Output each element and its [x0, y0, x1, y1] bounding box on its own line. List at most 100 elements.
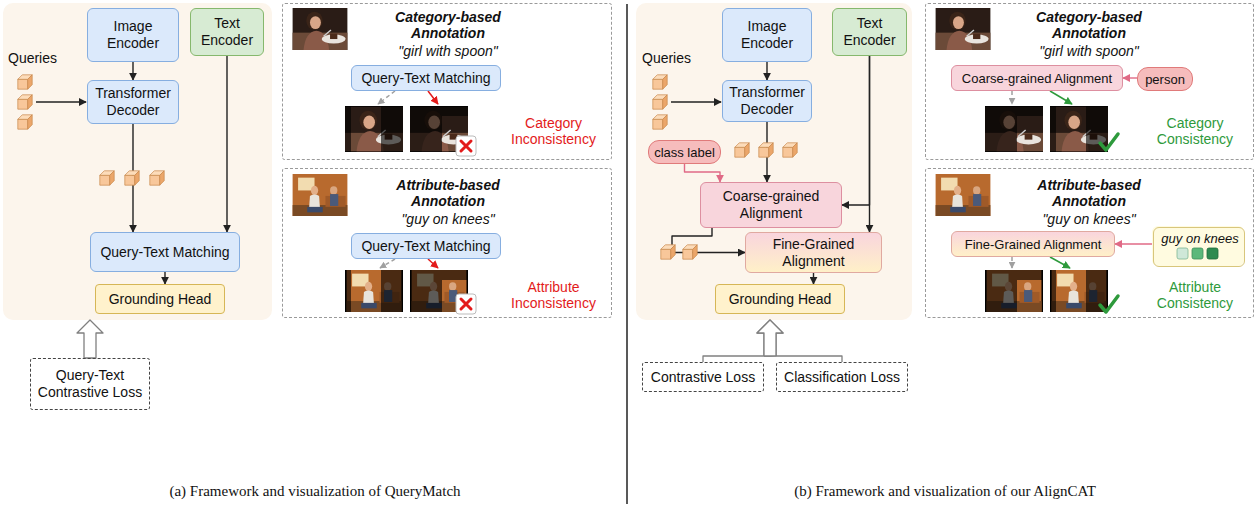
input-label: Queries [8, 50, 68, 67]
box-label: person [1145, 71, 1185, 88]
annotation-heading: Attribute-based Annotation [373, 177, 523, 209]
query-cubes [759, 143, 773, 157]
loss-box: Classification Loss [776, 362, 908, 392]
selection-arrow [1050, 91, 1072, 104]
attribute-text: guy on knees [1154, 231, 1246, 246]
head-box: Grounding Head [715, 284, 845, 314]
head-box: Grounding Head [95, 284, 225, 314]
framework-panel: QueriesImage EncoderText EncoderTransfor… [3, 3, 272, 320]
selection-arrow [380, 259, 395, 268]
candidate-photo [1050, 106, 1108, 152]
query-text: "guy on knees" [1014, 211, 1164, 227]
box-label: Transformer Decoder [727, 84, 807, 118]
box-label: Query-Text Matching [361, 70, 490, 87]
class-label-pill: class label [648, 140, 721, 164]
encoder-box: Image Encoder [722, 8, 812, 62]
selection-arrow [1011, 257, 1013, 268]
example-panel: Category-based Annotation "girl with spoo… [925, 3, 1254, 160]
box-label: Coarse-grained Alignment [962, 70, 1112, 87]
query-text: "guy on knees" [373, 211, 523, 227]
candidate-photo [351, 270, 381, 312]
framework-panel: Queries Image Encoder Text EncoderTransfor… [636, 3, 912, 320]
query-cubes [125, 171, 139, 185]
selection-arrow [1050, 257, 1070, 268]
loss-box: Contrastive Loss [642, 362, 764, 392]
block-arrow [757, 320, 842, 362]
annotation-heading: Category-based Annotation [1014, 9, 1164, 41]
result-text: Attribute Inconsistency [501, 279, 606, 311]
box-label: Image Encoder [92, 18, 174, 52]
candidate-photo [985, 106, 1043, 152]
encoder-box: Text Encoder [832, 8, 907, 56]
figure-caption: (a) Framework and visualization of Query… [15, 482, 615, 500]
annotation-heading: Category-based Annotation [373, 9, 523, 41]
candidate-photo [345, 106, 403, 152]
box-label: Classification Loss [784, 369, 900, 386]
query-cubes [18, 115, 32, 129]
candidate-photo [985, 270, 1043, 312]
loss-box: Query-Text Contrastive Loss [30, 358, 150, 410]
box-label: Image Encoder [727, 18, 807, 52]
result-text: Category Inconsistency [501, 115, 606, 147]
box-label: Query-Text Contrastive Loss [35, 367, 145, 401]
box-label: class label [654, 144, 715, 161]
candidate-photo [351, 107, 381, 151]
alignment-box: Fine-Grained Alignment [951, 231, 1115, 257]
thumbnail-photo [293, 174, 348, 216]
candidate-photo [347, 270, 402, 312]
query-arrow [671, 101, 721, 102]
box-label: Coarse-grained Alignment [705, 188, 837, 222]
query-text: "girl with spoon" [373, 43, 523, 59]
candidate-photo [1056, 107, 1086, 151]
check-icon [1100, 296, 1118, 312]
example-panel: Category-based Annotation "girl with spoo… [282, 3, 612, 160]
result-text: Category Consistency [1141, 115, 1249, 147]
decoder-box: Transformer Decoder [722, 80, 812, 122]
alignment-box: Fine-Grained Alignment [745, 232, 882, 273]
thumbnail-photo [936, 8, 991, 50]
attribute-token-box [1177, 248, 1188, 259]
candidate-photo [345, 106, 403, 152]
connector [226, 56, 227, 232]
box-label: Contrastive Loss [651, 369, 755, 386]
connector [842, 56, 870, 205]
thumbnail-photo [293, 8, 348, 50]
query-cubes [661, 245, 675, 259]
candidate-photo [1050, 106, 1108, 152]
annotation-heading: Attribute-based Annotation [1014, 177, 1164, 209]
connector [766, 62, 767, 80]
query-cubes [783, 143, 797, 157]
cross-icon [461, 299, 471, 309]
input-label: Queries [642, 50, 702, 67]
selection-arrow [428, 259, 438, 268]
box-label: Text Encoder [837, 15, 902, 49]
attribute-token-box [1192, 248, 1203, 259]
matching-box: Query-Text Matching [90, 232, 240, 272]
attribute-token-box [1207, 248, 1218, 259]
query-cubes [653, 115, 667, 129]
check-icon [1100, 134, 1118, 150]
connector [685, 164, 721, 182]
candidate-photo [1052, 270, 1107, 312]
result-text: Attribute Consistency [1141, 279, 1249, 311]
encoder-box: Text Encoder [190, 8, 264, 56]
cross-icon [456, 294, 476, 314]
matching-box: Query-Text Matching [351, 233, 501, 259]
block-arrow [77, 320, 103, 358]
box-label: Query-Text Matching [361, 238, 490, 255]
candidate-photo [345, 270, 403, 312]
box-label: Fine-Grained Alignment [750, 236, 877, 270]
box-label: Fine-Grained Alignment [965, 236, 1102, 253]
query-cubes [18, 75, 32, 89]
alignment-box: Coarse-grained Alignment [951, 65, 1123, 91]
candidate-photo [987, 270, 1042, 312]
candidate-photo [985, 270, 1043, 312]
query-text: "girl with spoon" [1014, 43, 1164, 59]
query-cubes [150, 171, 164, 185]
cross-icon [461, 141, 471, 151]
cross-icon [456, 294, 476, 314]
cross-icon [456, 136, 476, 156]
selection-arrow [378, 91, 395, 104]
candidate-photo [345, 107, 403, 151]
